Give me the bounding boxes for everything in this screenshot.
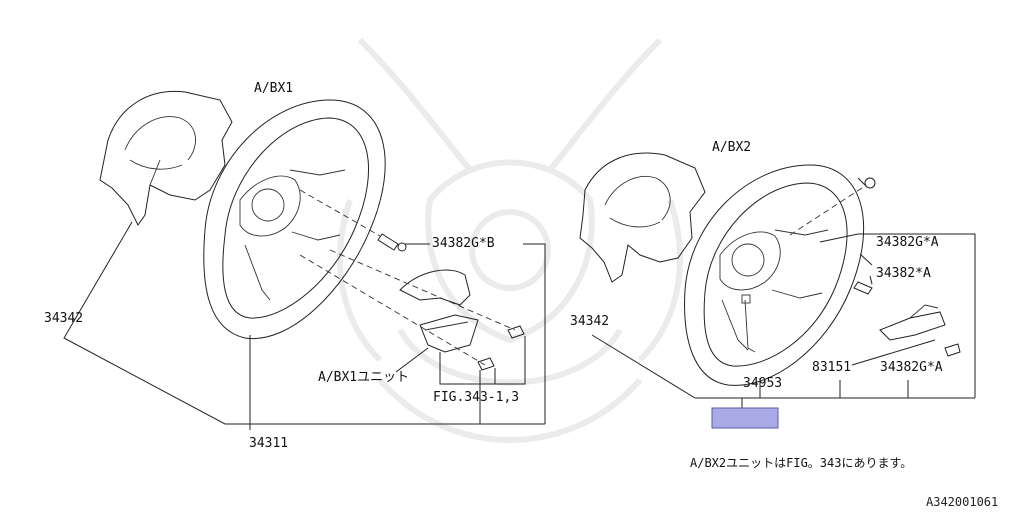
footnote: A/BX2ユニットはFIG。343にあります。 <box>690 456 913 470</box>
label-fig-ref: FIG.343-1,3 <box>433 390 520 405</box>
dash-line-2 <box>329 249 516 331</box>
label-ab1-unit: A/BX1ユニット <box>318 370 410 385</box>
label-34382g-b: 34382G*B <box>432 236 495 251</box>
diagram-id: A342001061 <box>926 495 999 509</box>
steering-wheel-right <box>684 164 865 386</box>
label-34311: 34311 <box>249 436 289 451</box>
label-ab1: A/BX1 <box>254 81 294 96</box>
airbag-unit-left <box>399 269 479 353</box>
label-34342-right: 34342 <box>570 314 610 329</box>
leader-lines-right <box>591 233 976 408</box>
label-34382g-a-bottom: 34382G*A <box>880 360 943 375</box>
label-34342-left: 34342 <box>44 311 84 326</box>
bolts-left <box>377 233 525 371</box>
label-83151: 83151 <box>812 360 852 375</box>
column-cover-right <box>579 152 706 283</box>
column-cover-left <box>99 90 233 226</box>
label-34382g-a-top: 34382G*A <box>876 235 939 250</box>
steering-wheel-left <box>203 99 386 340</box>
dash-line-3 <box>299 254 486 366</box>
label-34953: 34953 <box>743 376 783 391</box>
leader-lines-left <box>63 221 546 430</box>
label-ab2: A/BX2 <box>712 140 752 155</box>
fasteners-right <box>789 177 961 357</box>
highlight-box <box>711 407 779 429</box>
label-34382-a: 34382*A <box>876 266 931 281</box>
dash-line-1 <box>299 189 381 237</box>
